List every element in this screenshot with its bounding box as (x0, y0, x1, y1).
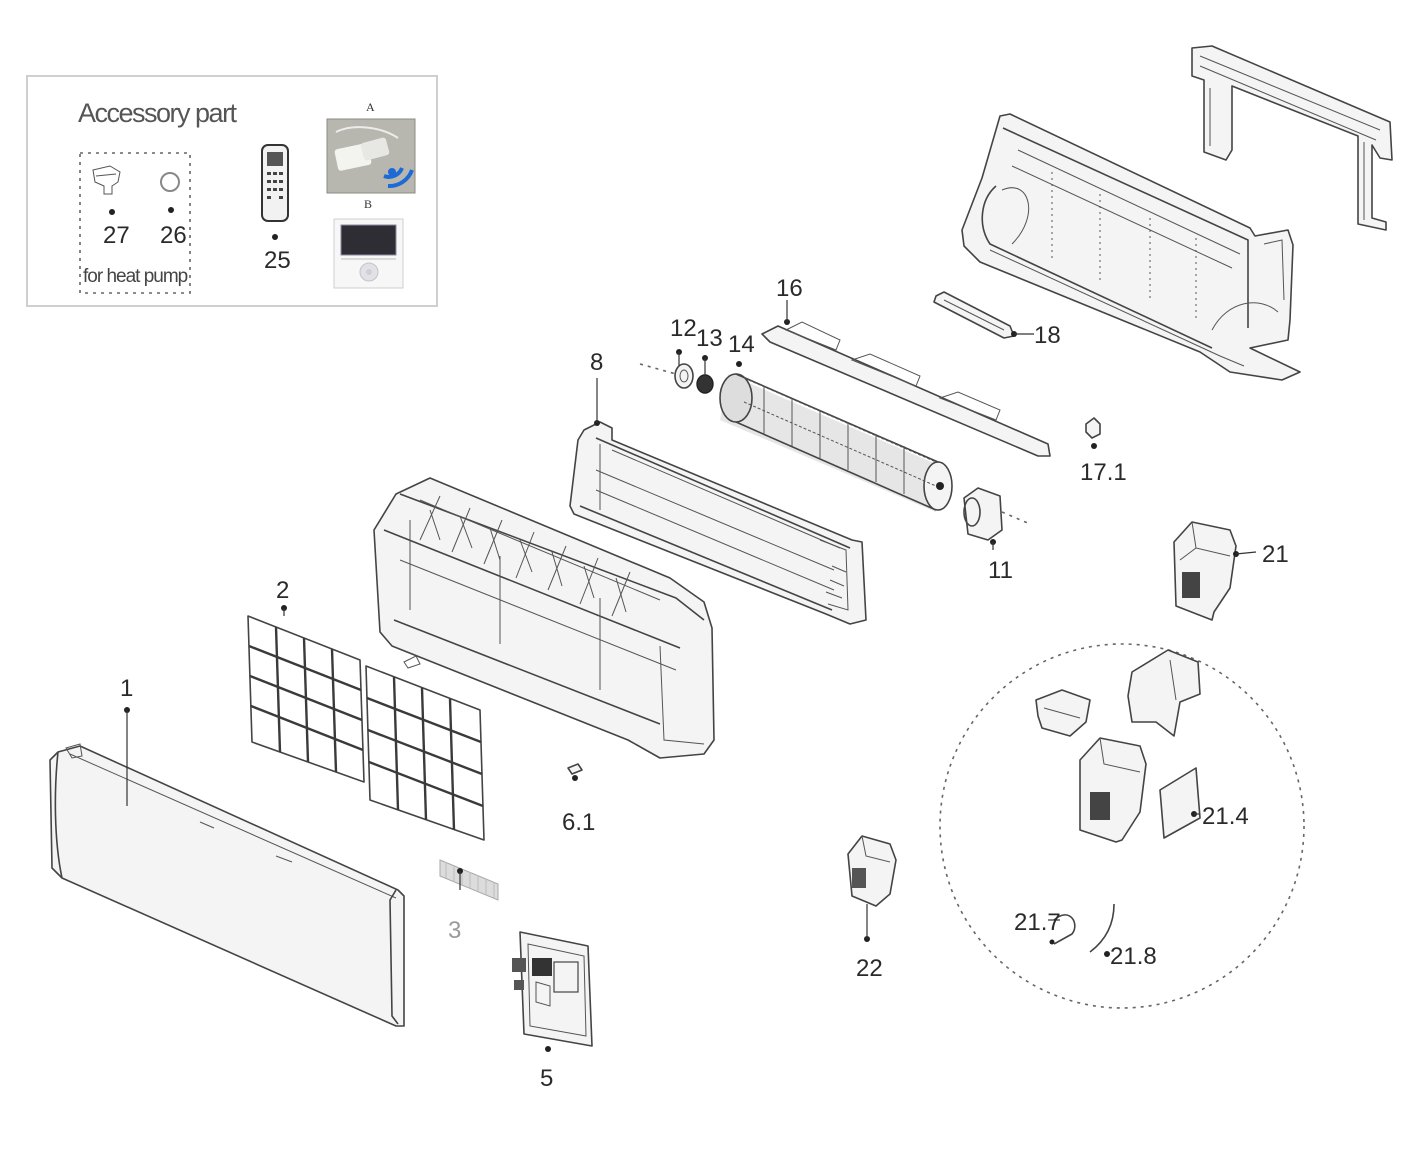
label-16: 16 (776, 275, 803, 302)
step-motor-rod (933, 291, 1034, 339)
label-21-4: 21.4 (1202, 803, 1249, 830)
label-8: 8 (590, 349, 603, 376)
label-25: 25 (264, 247, 291, 274)
fan-motor (963, 487, 1031, 550)
label-14: 14 (728, 331, 755, 358)
bearing-17-1 (1085, 417, 1101, 449)
electric-box (1173, 521, 1257, 621)
drain-elbow-icon (92, 165, 121, 215)
label-26: 26 (160, 222, 187, 249)
label-21-7: 21.7 (1014, 909, 1061, 936)
remote-control-icon (261, 144, 289, 240)
label-21: 21 (1262, 541, 1289, 568)
heat-pump-note: for heat pump (83, 266, 188, 287)
label-17-1: 17.1 (1080, 459, 1127, 486)
label-5: 5 (540, 1065, 553, 1092)
heat-pump-group-outline (79, 152, 191, 294)
electric-box-detail (939, 643, 1305, 1009)
front-frame (373, 477, 715, 759)
clip-rail (761, 300, 1051, 457)
sensor-strip (439, 859, 499, 901)
display-board (512, 931, 593, 1052)
label-21-8: 21.8 (1110, 943, 1157, 970)
label-2: 2 (276, 577, 289, 604)
label-27: 27 (103, 222, 130, 249)
evaporator (569, 378, 867, 625)
part-labels: 1 2 3 5 6.1 8 11 12 13 14 16 17.1 18 21 … (120, 275, 1289, 1092)
seal-ring-icon (160, 172, 180, 213)
label-6-1: 6.1 (562, 809, 595, 836)
front-panel (49, 707, 405, 1027)
terminal-box (847, 835, 897, 942)
cross-flow-fan (719, 361, 953, 512)
label-18: 18 (1034, 322, 1061, 349)
wifi-module-photo (326, 118, 416, 194)
label-a: A (366, 100, 375, 114)
bushing-and-bearing (639, 349, 714, 394)
label-11: 11 (988, 557, 1013, 584)
screw-clip (567, 763, 583, 781)
label-22: 22 (856, 955, 883, 982)
label-12: 12 (670, 315, 697, 342)
air-filters (247, 605, 485, 841)
label-1: 1 (120, 675, 133, 702)
accessory-panel: Accessory part 27 26 for heat pump (26, 75, 438, 307)
label-b: B (364, 197, 372, 211)
chassis (961, 113, 1301, 381)
mounting-plate (1191, 45, 1393, 231)
wired-controller-icon (333, 218, 404, 289)
label-3: 3 (448, 917, 461, 944)
accessory-title: Accessory part (78, 98, 238, 128)
label-13: 13 (696, 325, 723, 352)
